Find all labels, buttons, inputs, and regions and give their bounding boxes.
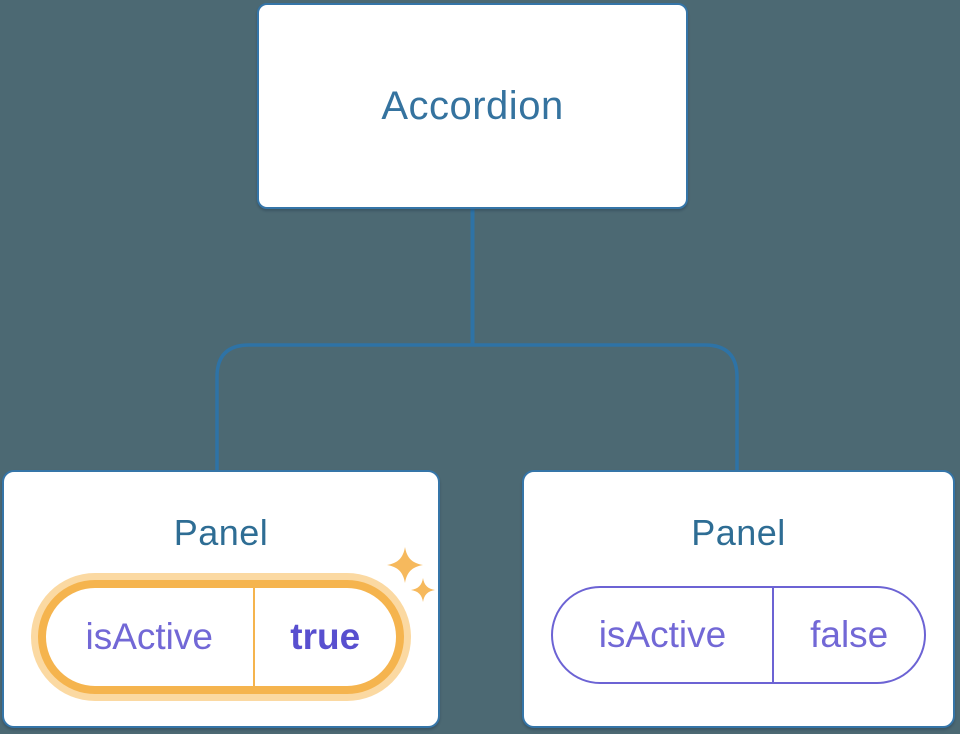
panel-component-label: Panel (691, 512, 786, 553)
state-value-label: false (810, 614, 889, 656)
sparkle-icon (387, 547, 435, 602)
state-key-label: isActive (85, 616, 213, 658)
panel-component-box-inactive: Panel isActive false (522, 470, 955, 728)
accordion-component-box: Accordion (257, 3, 688, 209)
state-key-label: isActive (598, 614, 727, 656)
connector-branch-line (215, 343, 739, 471)
state-pill-inactive: isActive false (551, 586, 926, 685)
panel-component-label: Panel (173, 512, 269, 553)
state-pill-divider (771, 588, 775, 683)
accordion-component-label: Accordion (381, 83, 564, 128)
panel-component-box-active: Panel isActive true (2, 470, 440, 728)
state-value-label: true (290, 616, 361, 658)
state-pill-active: isActive true (38, 580, 404, 695)
state-pill-divider (252, 588, 255, 687)
